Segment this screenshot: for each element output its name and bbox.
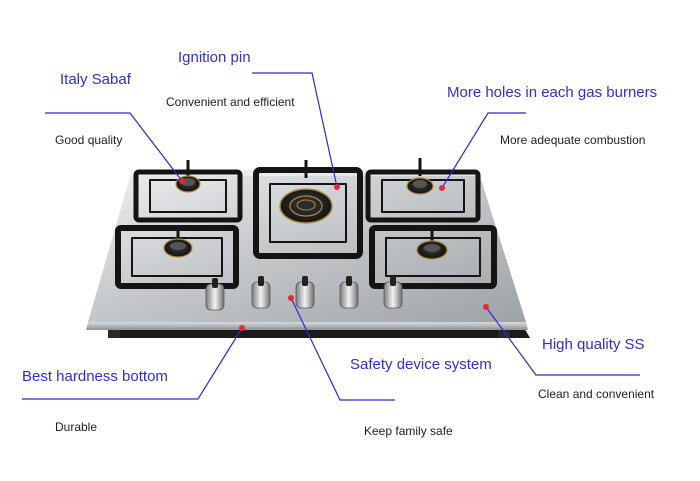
callout-desc-safety-device: Keep family safe	[364, 424, 453, 438]
leader-safety-device	[290, 297, 395, 401]
callout-title-high-quality-ss: High quality SS	[542, 336, 645, 353]
dot-high-quality-ss	[483, 304, 489, 310]
dot-italy-sabaf	[179, 178, 185, 184]
callout-desc-ignition-pin: Convenient and efficient	[166, 95, 295, 109]
knob-5	[383, 276, 403, 309]
control-knobs	[205, 276, 403, 311]
knob-3	[295, 276, 315, 309]
leader-high-quality-ss	[485, 306, 640, 376]
dot-more-holes	[439, 185, 445, 191]
knob-1	[205, 278, 225, 311]
leader-italy-sabaf	[45, 112, 183, 182]
callout-desc-high-quality-ss: Clean and convenient	[538, 387, 655, 401]
callout-title-best-hardness: Best hardness bottom	[22, 368, 168, 385]
dot-ignition-pin	[334, 184, 340, 190]
knob-2	[251, 276, 271, 309]
burner-bottom-left	[163, 238, 193, 258]
callout-desc-more-holes: More adequate combustion	[500, 133, 646, 147]
knob-4	[339, 276, 359, 309]
burner-bottom-right	[416, 240, 448, 260]
callout-desc-best-hardness: Durable	[55, 420, 98, 434]
burner-top-right	[406, 177, 434, 195]
callout-desc-italy-sabaf: Good quality	[55, 133, 123, 147]
leader-ignition-pin	[252, 72, 338, 188]
leader-more-holes	[441, 112, 526, 189]
callout-title-ignition-pin: Ignition pin	[178, 49, 251, 66]
leader-lines	[22, 72, 640, 401]
grate-fingers	[176, 158, 434, 242]
callout-title-italy-sabaf: Italy Sabaf	[60, 71, 131, 88]
dot-best-hardness	[239, 325, 245, 331]
burner-center-wok	[279, 188, 333, 224]
dot-safety-device	[288, 295, 294, 301]
callout-title-safety-device: Safety device system	[350, 356, 492, 373]
leader-best-hardness	[22, 327, 243, 400]
marker-dots	[179, 178, 489, 331]
callout-title-more-holes: More holes in each gas burners	[447, 84, 658, 101]
